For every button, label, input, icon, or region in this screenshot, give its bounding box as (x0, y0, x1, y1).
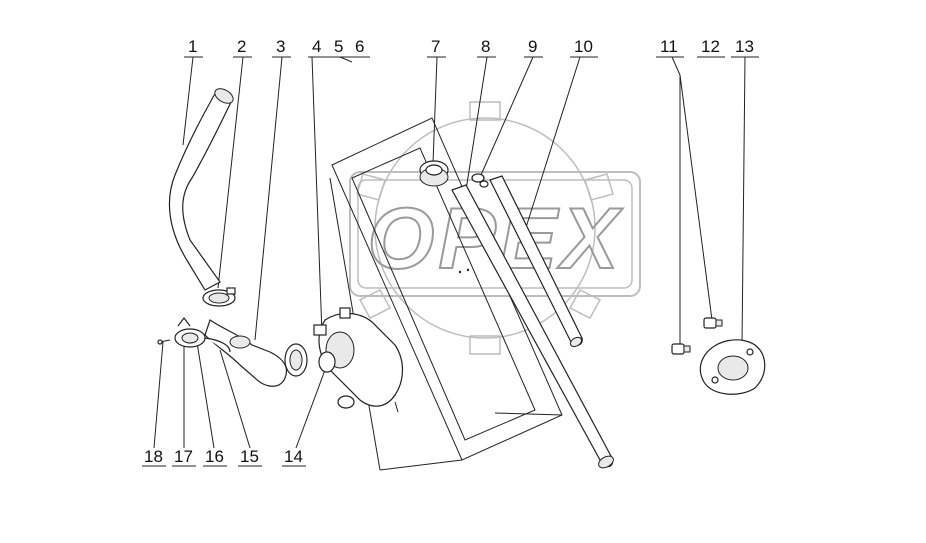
callout-13: 13 (735, 37, 754, 56)
callout-8: 8 (481, 37, 490, 56)
leader-lines-bottom (153, 329, 326, 449)
callout-9: 9 (528, 37, 537, 56)
part-6-14-filter-canister (313, 307, 404, 413)
part-2-clamp (202, 287, 236, 307)
part-1-bent-hose (168, 88, 234, 291)
part-4-5-ring-clamp (284, 343, 308, 377)
callout-12: 12 (701, 37, 720, 56)
callout-7: 7 (431, 37, 440, 56)
leader-lines-top (182, 56, 746, 346)
callout-14: 14 (284, 447, 303, 466)
callout-16: 16 (205, 447, 224, 466)
gear-icon (356, 101, 614, 355)
callout-5: 5 (334, 37, 343, 56)
part-11-bolt (671, 343, 691, 355)
part-9-fitting (471, 173, 489, 188)
part-7-cap (419, 160, 449, 187)
part-13-flange-gasket (699, 339, 766, 395)
callout-18: 18 (144, 447, 163, 466)
callout-1: 1 (188, 37, 197, 56)
callout-4: 4 (312, 37, 321, 56)
callouts-top: 1 2 3 4 5 6 7 8 9 10 11 12 13 (188, 37, 754, 56)
stray-marks (458, 268, 470, 274)
part-8-long-tube (451, 184, 614, 469)
part-12-bolt (703, 317, 723, 329)
part-15-18-clamp-assembly (157, 317, 231, 353)
callout-6: 6 (355, 37, 364, 56)
callout-2: 2 (237, 37, 246, 56)
callout-3: 3 (276, 37, 285, 56)
part-3-elbow-hose (204, 319, 288, 387)
callout-15: 15 (240, 447, 259, 466)
callouts-bottom: 18 17 16 15 14 (144, 447, 303, 466)
watermark-frame-outer (349, 171, 641, 297)
opex-watermark: OPEX (349, 101, 641, 355)
callout-10: 10 (574, 37, 593, 56)
part-10-tube (489, 175, 583, 348)
callout-11: 11 (660, 37, 678, 56)
callout-17: 17 (174, 447, 193, 466)
